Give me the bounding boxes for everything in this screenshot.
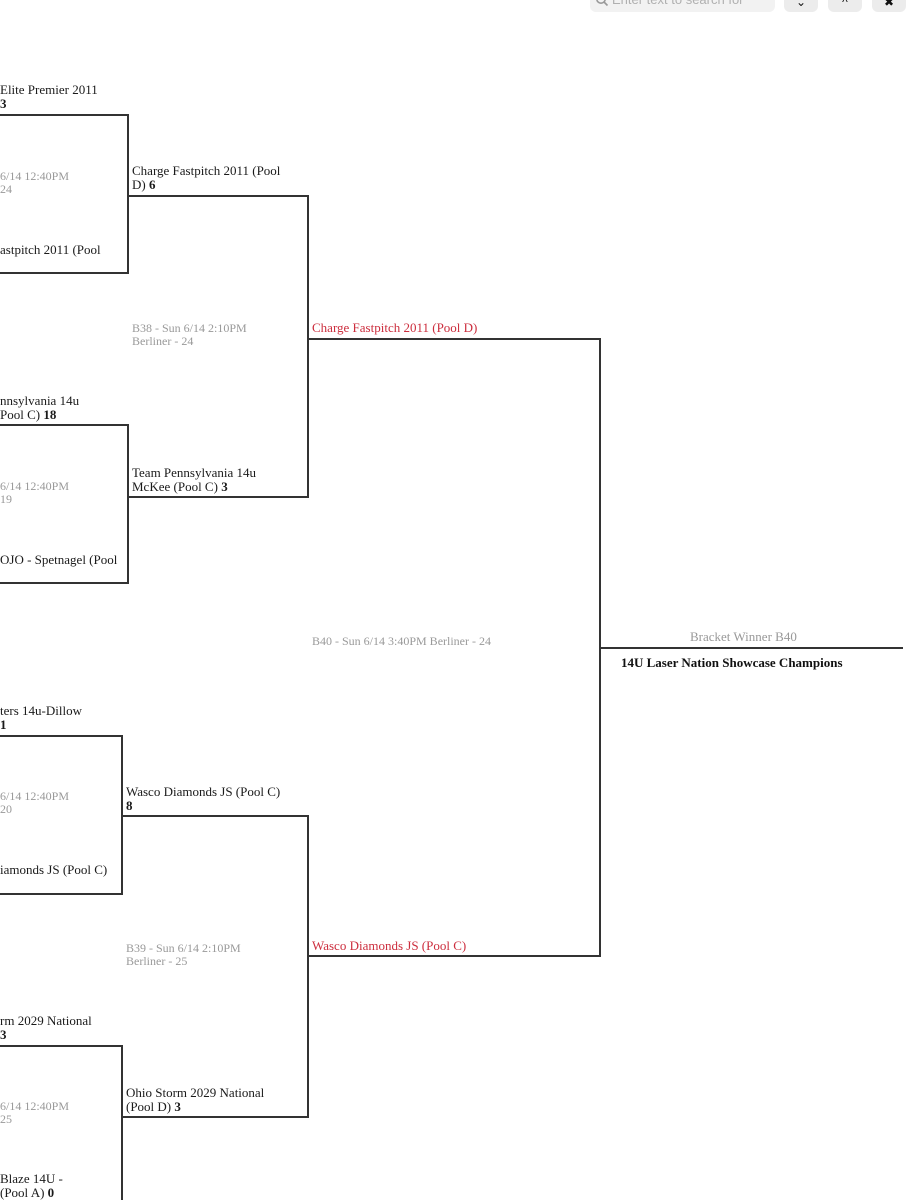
team-name: Blaze 14U - bbox=[0, 1171, 63, 1186]
bracket-line bbox=[307, 955, 601, 957]
team-score: 3 bbox=[0, 1027, 7, 1042]
round1-team-slot[interactable]: OJO - Spetnagel (Pool bbox=[0, 553, 117, 567]
bracket-line bbox=[127, 195, 309, 197]
close-search-button[interactable]: ✖ bbox=[872, 0, 906, 12]
bracket-winner-label: Bracket Winner B40 bbox=[690, 629, 797, 644]
champion-title: 14U Laser Nation Showcase Champions bbox=[621, 655, 843, 670]
bracket-line bbox=[307, 195, 309, 498]
bracket-line bbox=[0, 582, 129, 584]
team-name: Ohio Storm 2029 National bbox=[126, 1085, 265, 1100]
bracket-line bbox=[0, 1045, 123, 1047]
chevron-down-icon: ⌄ bbox=[795, 0, 807, 9]
bracket-line bbox=[127, 424, 129, 584]
search-input[interactable] bbox=[612, 0, 770, 10]
team-score: 3 bbox=[0, 96, 7, 111]
team-score: 1 bbox=[0, 717, 7, 732]
team-name: astpitch 2011 (Pool bbox=[0, 242, 101, 257]
bracket-line bbox=[0, 272, 129, 274]
team-name: Team Pennsylvania 14u bbox=[132, 465, 257, 480]
bracket-line bbox=[0, 735, 123, 737]
bracket-line bbox=[127, 114, 129, 274]
team-name: OJO - Spetnagel (Pool bbox=[0, 552, 118, 567]
chevron-up-icon: ^ bbox=[842, 0, 848, 9]
team-name: ters 14u-Dillow bbox=[0, 703, 82, 718]
team-name-cont: D) bbox=[132, 177, 146, 192]
team-score: 3 bbox=[174, 1099, 181, 1114]
team-score: 18 bbox=[43, 407, 57, 422]
team-name: Wasco Diamonds JS (Pool C) bbox=[126, 784, 281, 799]
search-icon bbox=[596, 0, 609, 7]
team-score: 0 bbox=[47, 1185, 55, 1200]
bracket-line bbox=[307, 815, 309, 1118]
round2-team-slot[interactable]: Ohio Storm 2029 National (Pool D) 3 bbox=[126, 1086, 264, 1114]
team-name: Charge Fastpitch 2011 (Pool bbox=[132, 163, 281, 178]
team-name-cont: (Pool D) bbox=[126, 1099, 172, 1114]
round2-team-slot[interactable]: Wasco Diamonds JS (Pool C) 8 bbox=[126, 785, 280, 813]
team-name: rm 2029 National bbox=[0, 1013, 92, 1028]
previous-result-button[interactable]: ^ bbox=[828, 0, 862, 12]
bracket-line bbox=[0, 893, 123, 895]
team-name: iamonds JS (Pool C) bbox=[0, 862, 108, 877]
team-name-cont: Pool C) bbox=[0, 407, 41, 422]
team-name: nnsylvania 14u bbox=[0, 393, 80, 408]
bracket-line bbox=[121, 1116, 309, 1118]
round2-team-slot[interactable]: Charge Fastpitch 2011 (Pool D) 6 bbox=[132, 164, 280, 192]
game-info-b40: B40 - Sun 6/14 3:40PM Berliner - 24 bbox=[312, 634, 491, 648]
team-score: 6 bbox=[148, 177, 156, 192]
team-score: 3 bbox=[221, 479, 228, 494]
team-name-cont: (Pool A) bbox=[0, 1185, 45, 1200]
bracket-line bbox=[121, 815, 309, 817]
close-icon: ✖ bbox=[883, 0, 895, 9]
team-name-cont: McKee (Pool C) bbox=[132, 479, 218, 494]
bracket-line bbox=[307, 338, 601, 340]
semifinal-winner-top[interactable]: Charge Fastpitch 2011 (Pool D) bbox=[312, 320, 478, 335]
bracket-line bbox=[0, 114, 129, 116]
round1-team-slot[interactable]: astpitch 2011 (Pool bbox=[0, 243, 101, 257]
round1-team-slot[interactable]: iamonds JS (Pool C) bbox=[0, 863, 107, 877]
team-score: 8 bbox=[126, 798, 133, 813]
round1-team-slot[interactable]: nnsylvania 14u Pool C) 18 bbox=[0, 394, 79, 422]
round1-team-slot[interactable]: ters 14u-Dillow 1 bbox=[0, 704, 82, 732]
semifinal-winner-bottom[interactable]: Wasco Diamonds JS (Pool C) bbox=[312, 938, 467, 953]
team-name: Elite Premier 2011 bbox=[0, 82, 98, 97]
bracket-line bbox=[599, 647, 903, 649]
bracket-line bbox=[0, 424, 129, 426]
search-bar bbox=[590, 0, 775, 12]
bracket-line bbox=[121, 1045, 123, 1200]
round2-team-slot[interactable]: Team Pennsylvania 14u McKee (Pool C) 3 bbox=[132, 466, 256, 494]
bracket-line bbox=[127, 496, 309, 498]
round1-team-slot[interactable]: Elite Premier 2011 3 bbox=[0, 83, 98, 111]
round1-team-slot[interactable]: Blaze 14U - (Pool A) 0 bbox=[0, 1172, 63, 1200]
next-result-button[interactable]: ⌄ bbox=[784, 0, 818, 12]
round1-team-slot[interactable]: rm 2029 National 3 bbox=[0, 1014, 92, 1042]
